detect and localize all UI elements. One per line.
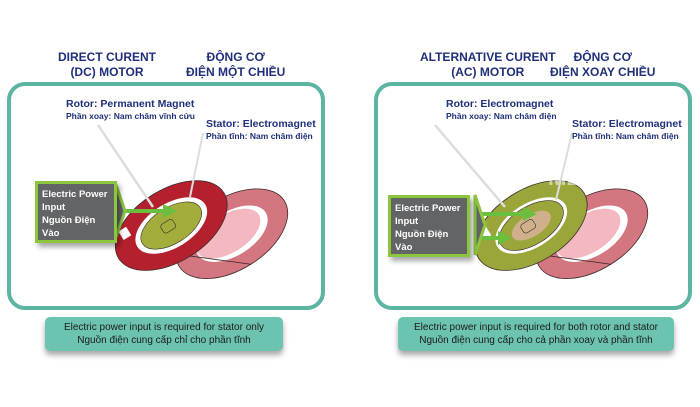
dc-motor-diagram bbox=[96, 124, 289, 279]
ac-rotor-label: Rotor: Electromagnet bbox=[446, 98, 554, 110]
ac-power-arrowhead-1 bbox=[523, 207, 537, 221]
dc-caption: Electric power input is required for sta… bbox=[45, 317, 283, 351]
dc-title-en: DIRECT CURENT (DC) MOTOR bbox=[58, 50, 156, 79]
dc-stator-sublabel: Phần tĩnh: Nam châm điện bbox=[206, 131, 313, 141]
ac-body-bottom bbox=[550, 255, 611, 265]
ac-watermark: META bbox=[548, 165, 609, 190]
ac-title-en: ALTERNATIVE CURENT (AC) MOTOR bbox=[420, 50, 556, 79]
dc-title-vi: ĐỘNG CƠ ĐIỆN MỘT CHIỀU bbox=[186, 50, 286, 79]
ac-back-inner bbox=[556, 208, 621, 259]
ac-power-input-box: Electric Power Input Nguồn Điện Vào bbox=[388, 195, 470, 257]
dc-stator-pointer bbox=[189, 132, 204, 198]
ac-power-box-tip bbox=[473, 194, 487, 256]
ac-stator-label: Stator: Electromagnet bbox=[572, 118, 682, 130]
dc-rotor-label: Rotor: Permanent Magnet bbox=[66, 98, 195, 110]
ac-rotor-shaft bbox=[520, 219, 536, 234]
dc-back-inner bbox=[196, 208, 261, 259]
dc-rotor-shaft bbox=[160, 219, 176, 234]
ac-title-vi: ĐỘNG CƠ ĐIỆN XOAY CHIỀU bbox=[550, 50, 656, 79]
ac-motor-diagram: META bbox=[434, 124, 649, 279]
ac-rotor-sublabel: Phần xoay: Nam châm điện bbox=[446, 111, 557, 121]
dc-ring-gap bbox=[118, 226, 132, 240]
ac-power-arrowhead-2 bbox=[498, 231, 512, 245]
ac-rotor-pointer bbox=[434, 124, 506, 208]
ac-stator-pointer bbox=[555, 132, 573, 201]
dc-rotor-sublabel: Phần xoay: Nam châm vĩnh cửu bbox=[66, 111, 195, 121]
dc-power-input-box: Electric Power Input Nguồn Điện Vào bbox=[35, 181, 117, 243]
dc-body-bottom bbox=[190, 255, 251, 265]
ac-stator-sublabel: Phần tĩnh: Nam châm điện bbox=[572, 131, 679, 141]
dc-stator-label: Stator: Electromagnet bbox=[206, 118, 316, 130]
dc-rotor-pointer bbox=[96, 124, 155, 208]
ac-caption: Electric power input is required for bot… bbox=[398, 317, 674, 351]
ac-rotor-core bbox=[511, 210, 551, 241]
dc-power-arrowhead bbox=[163, 204, 177, 218]
